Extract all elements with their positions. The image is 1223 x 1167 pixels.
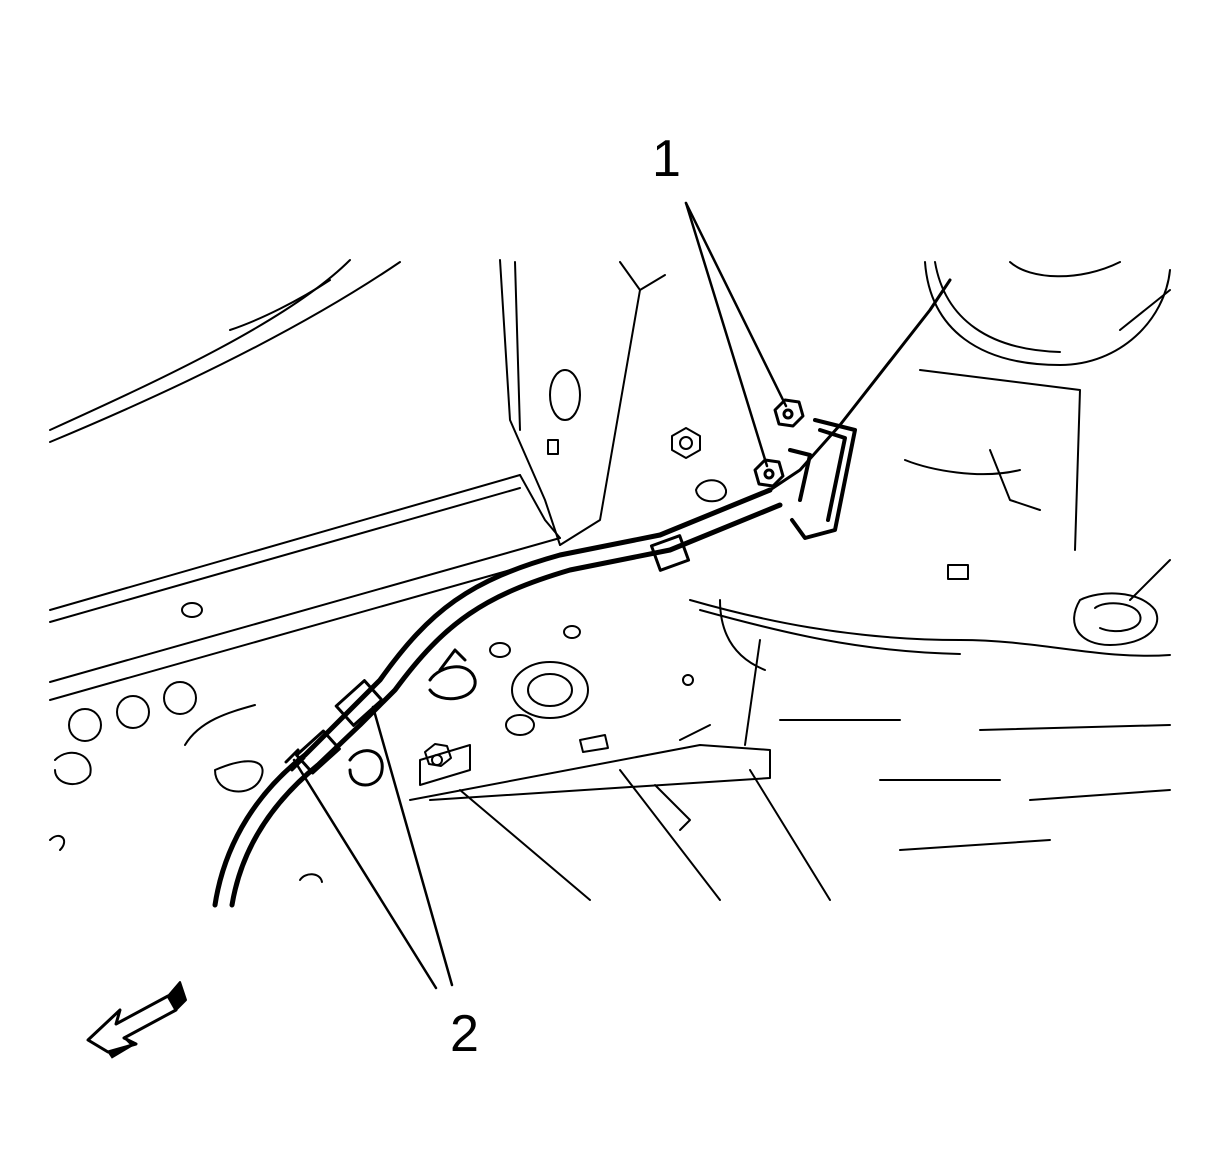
underbody-structure [49,259,1171,901]
leader-1-upper-bolt [684,201,788,408]
leader-2-right-fitting [371,705,454,987]
cable-end-fittings [284,534,691,775]
cable-bracket [788,418,857,540]
bracket-bolt-upper [773,398,805,428]
cable-clip [348,648,477,787]
callout-2-label: 2 [450,1005,479,1063]
callout-1-label: 1 [652,130,681,188]
leader-lines [292,201,788,990]
front-direction-arrow-icon [86,981,187,1059]
bracket-bolt-lower [753,458,785,488]
leader-1-lower-bolt [684,201,769,468]
leader-2-left-fitting [292,758,438,990]
